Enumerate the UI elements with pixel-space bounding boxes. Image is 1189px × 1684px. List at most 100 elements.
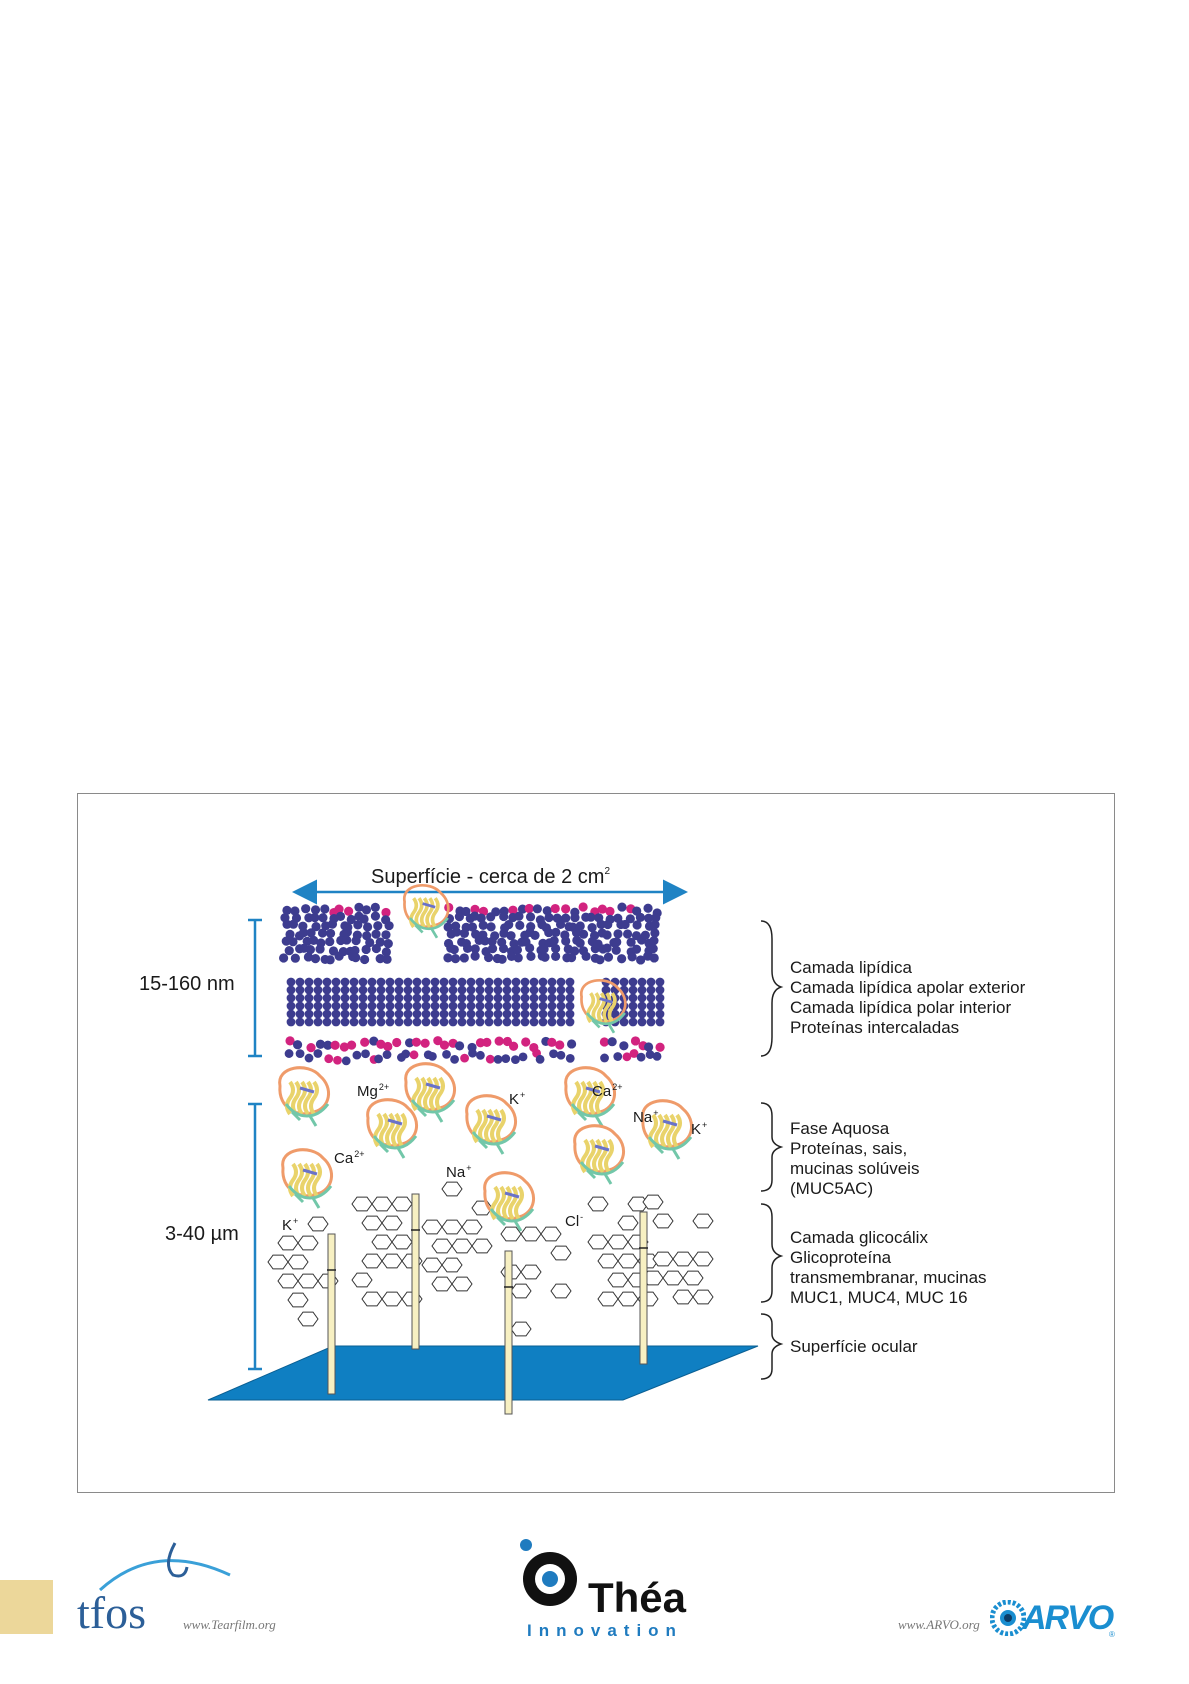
lipid-tail: [655, 977, 665, 987]
sugar-hexagon: [461, 1219, 483, 1235]
sugar-hexagon: [391, 1196, 413, 1212]
lipid-tail: [335, 911, 346, 921]
lipid-tail: [342, 927, 352, 937]
lipid-tail: [430, 1001, 440, 1011]
lipid-tail: [650, 919, 660, 930]
protein-helix: [397, 1112, 407, 1148]
lipid-tail: [581, 951, 591, 961]
lipid-tail: [331, 1009, 341, 1019]
lipid-tail: [305, 945, 315, 955]
lipid-tail: [430, 993, 440, 1003]
lipid-tail: [646, 985, 656, 995]
lipid-tail: [565, 993, 575, 1003]
protein-helix: [472, 1108, 482, 1144]
sugar-hexagon: [297, 1311, 319, 1327]
sugar-hexagon: [441, 1257, 463, 1273]
lipid-tail: [627, 952, 637, 962]
lipid-head: [310, 905, 321, 915]
lipid-tail: [466, 993, 476, 1003]
lipid-tail: [493, 985, 503, 995]
lipid-tail: [511, 977, 521, 987]
lipid-tail: [295, 985, 305, 995]
lipid-head: [369, 1036, 379, 1046]
protein: [564, 1066, 616, 1127]
sugar-hexagon: [550, 1283, 572, 1299]
lipid-tail: [646, 977, 656, 987]
lipid-head: [578, 902, 588, 912]
lipid-tail: [358, 1009, 368, 1019]
sugar-hexagon: [287, 1292, 309, 1308]
lipid-tail: [556, 977, 566, 987]
sugar-hexagon: [692, 1251, 714, 1267]
lipid-tail: [499, 928, 509, 938]
lipid-head: [567, 1039, 577, 1049]
lipid-tail: [375, 954, 385, 964]
lipid-tail: [538, 1017, 548, 1027]
lipid-head: [565, 1054, 575, 1063]
protein-sheet: [489, 1208, 535, 1232]
lipid-tail: [279, 953, 289, 963]
lipid-tail: [317, 928, 328, 938]
lipid-head: [629, 1049, 639, 1058]
lipid-head: [315, 1039, 326, 1049]
transmembrane-mucins: [327, 1193, 648, 1415]
lipid-head: [383, 1041, 393, 1052]
lipid-tail: [385, 1001, 395, 1011]
lipid-tail: [351, 953, 361, 963]
protein-helix: [589, 1080, 599, 1116]
lipid-tail: [394, 993, 404, 1003]
mucin-rod: [639, 1211, 648, 1365]
lipid-tail: [306, 928, 316, 938]
lipid-tail: [565, 985, 575, 995]
protein-sheet: [284, 1103, 330, 1127]
lipid-tail: [385, 977, 395, 987]
lipid-tail: [322, 985, 332, 995]
sugar-hexagon: [307, 1216, 329, 1232]
sugar-hexagon: [540, 1226, 562, 1242]
lipid-head: [476, 1050, 485, 1060]
lipid-tail: [331, 1017, 341, 1027]
lipid-tail: [640, 930, 650, 940]
protein-helix: [303, 1080, 313, 1116]
lipid-tail: [475, 1001, 485, 1011]
lipid-tail: [484, 977, 494, 987]
lipid-tail: [529, 1017, 539, 1027]
lipid-tail: [620, 919, 630, 930]
mucin-rod: [411, 1193, 420, 1350]
annotation-line: Camada lipídica: [790, 958, 912, 977]
ion-label: Na+: [446, 1163, 472, 1181]
protein: [278, 1066, 330, 1127]
lipid-tail: [514, 911, 524, 921]
lipid-head: [382, 1050, 392, 1060]
lipid-head: [442, 1049, 451, 1059]
lipid-tail: [493, 977, 503, 987]
lipid-tail: [538, 985, 548, 995]
sugar-hexagon: [520, 1264, 542, 1280]
sugar-hexagon: [587, 1196, 609, 1212]
lipid-tail: [365, 937, 375, 948]
lipid-tail: [376, 1001, 386, 1011]
lipid-tail: [331, 985, 341, 995]
lipid-tail: [439, 1009, 449, 1019]
ion-label: Ca2+: [334, 1149, 365, 1167]
lipid-head: [401, 1049, 411, 1059]
lipid-tail: [325, 936, 335, 947]
lipid-head: [346, 1040, 357, 1050]
lipid-tail: [367, 985, 377, 995]
lipid-head: [361, 905, 372, 915]
lipid-tail: [611, 945, 621, 955]
protein-strand: [422, 902, 436, 909]
lipid-tail: [603, 919, 613, 930]
lipid-tail: [304, 1001, 314, 1011]
lipid-tail: [322, 1017, 332, 1027]
protein-helix: [496, 1185, 506, 1221]
protein-sheet: [408, 917, 449, 939]
lipid-tail: [340, 985, 350, 995]
lipid-tail: [322, 977, 332, 987]
lipid-head: [404, 1038, 415, 1048]
lipid-tail: [421, 977, 431, 987]
lipid-tail: [547, 1017, 557, 1027]
lipid-head: [599, 1037, 610, 1047]
thea-eye-icon: [520, 1539, 577, 1606]
lipid-head: [301, 904, 311, 914]
